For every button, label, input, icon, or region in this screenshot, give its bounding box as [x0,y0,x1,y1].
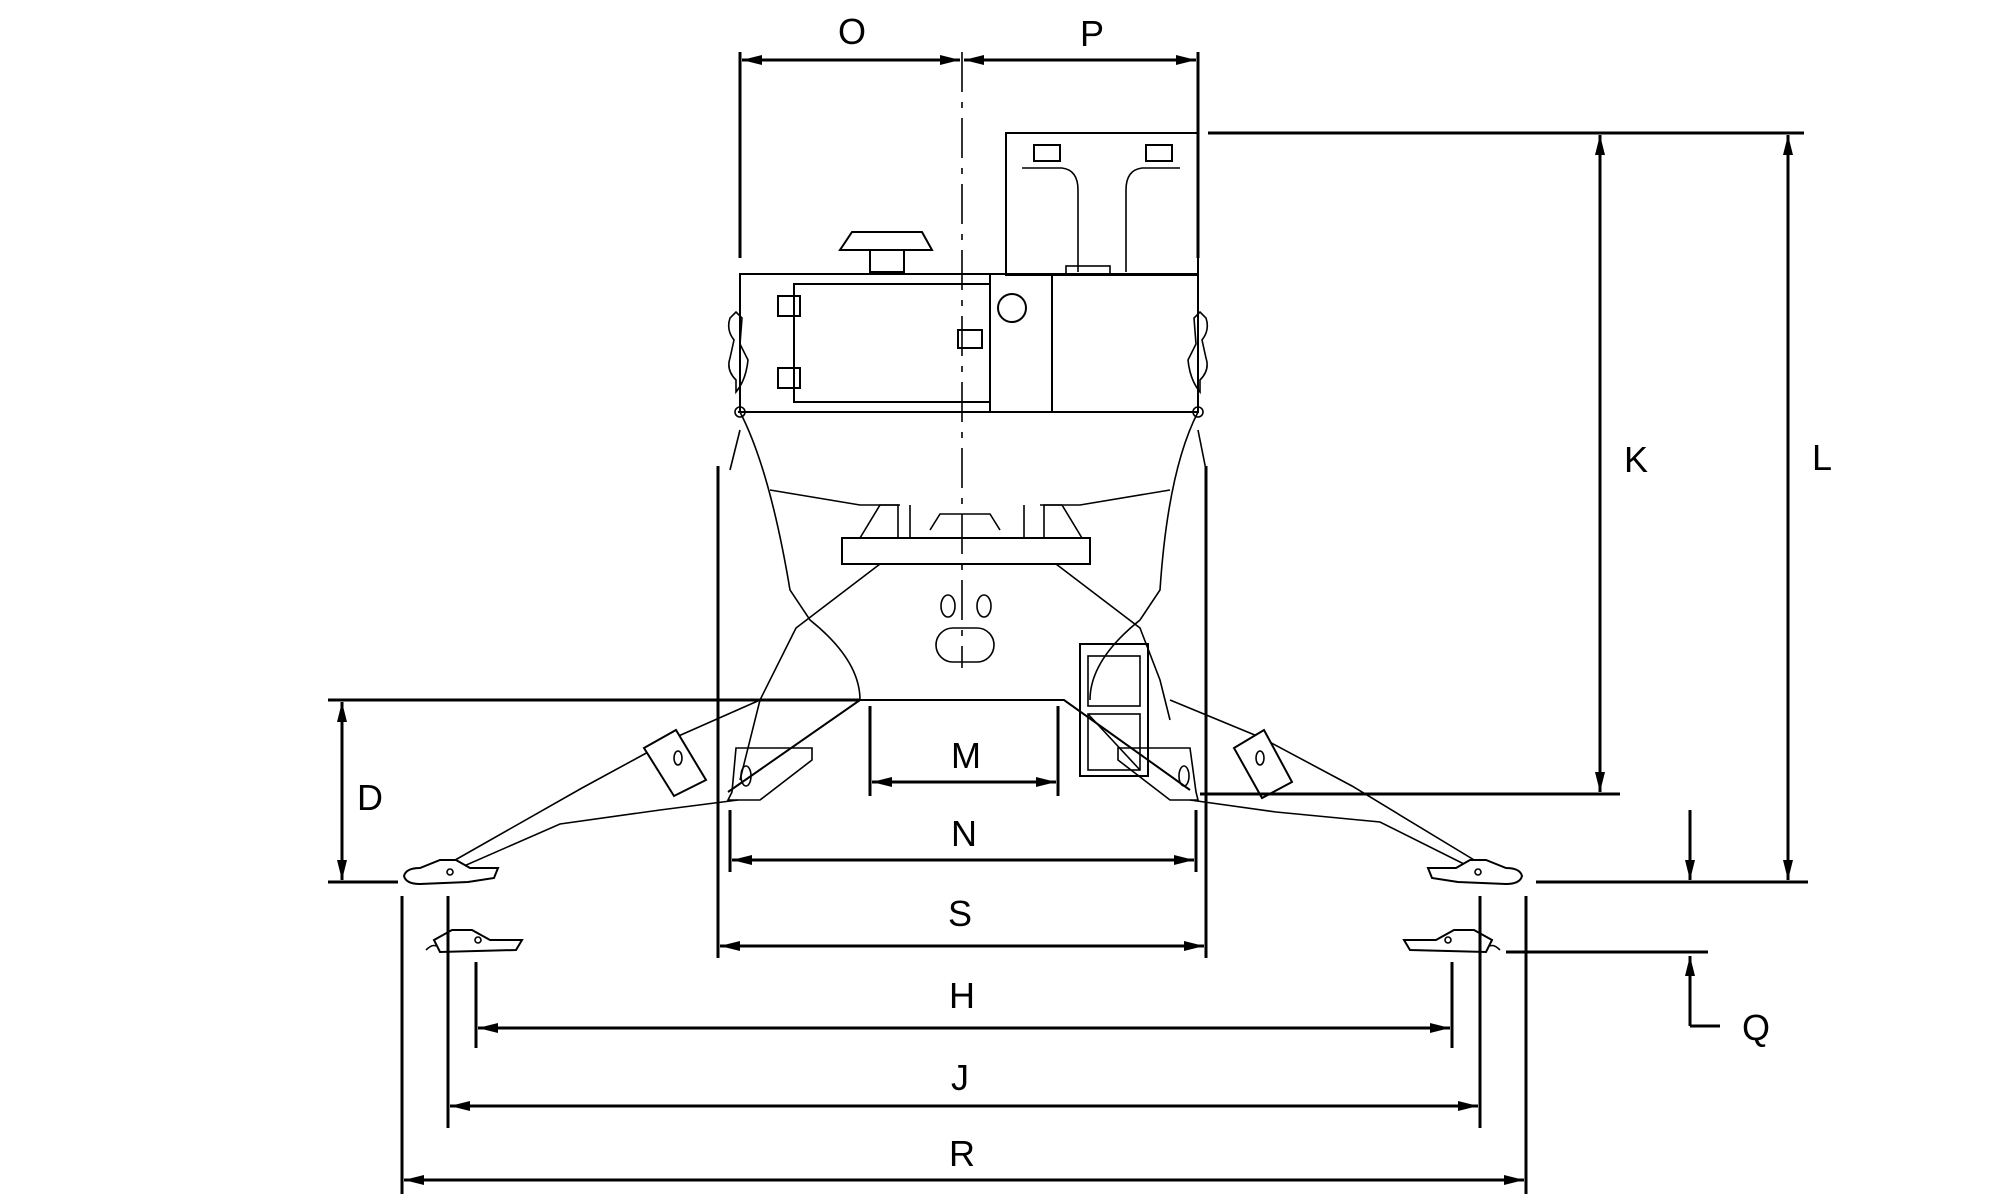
machine-body [402,52,1524,954]
upper-housing [739,273,1199,413]
left-outrigger [402,699,761,954]
outrigger-hooks [727,310,1209,471]
label-N: N [951,813,977,854]
label-H: H [949,975,975,1016]
label-O: O [838,11,866,52]
dimension-lines [328,52,1808,1194]
label-M: M [951,735,981,776]
exhaust-cap [838,231,934,273]
label-P: P [1080,13,1104,54]
label-R: R [949,1133,975,1174]
label-S: S [948,893,972,934]
dimension-labels: O P K L D M N S H J R Q [357,11,1832,1174]
label-J: J [951,1057,969,1098]
undercarriage [726,411,1200,801]
right-outrigger [1169,699,1524,954]
label-Q: Q [1742,1007,1770,1048]
label-L: L [1812,437,1832,478]
label-K: K [1624,439,1648,480]
cab [1005,132,1199,276]
label-D: D [357,777,383,818]
